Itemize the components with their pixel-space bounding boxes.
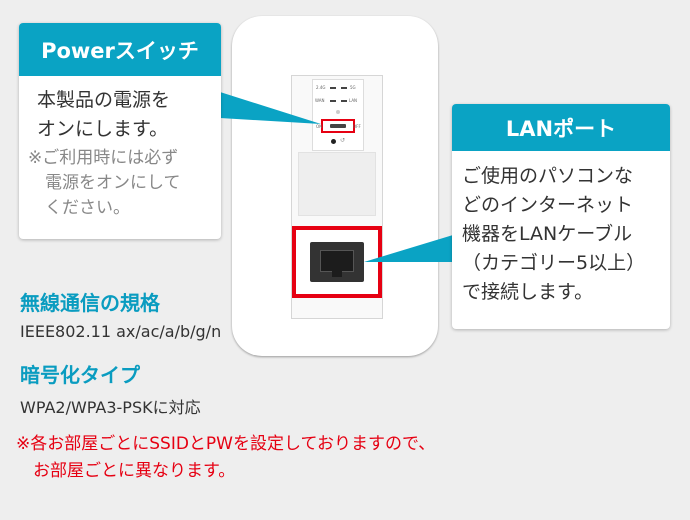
lan-port-socket (320, 250, 354, 272)
lan-port[interactable] (310, 242, 364, 282)
encryption-type-value: WPA2/WPA3-PSKに対応 (20, 398, 201, 417)
lan-callout-body: ご使用のパソコンな どのインターネット 機器をLANケーブル （カテゴリー5以上… (462, 165, 646, 303)
status-led-icon (336, 110, 340, 114)
led-lan-indicator (341, 100, 347, 102)
reset-button[interactable] (331, 139, 336, 144)
switch-label-off: OFF (353, 124, 361, 129)
power-switch[interactable] (321, 119, 355, 133)
led-label-wan: WAN (315, 98, 325, 103)
led-indicator-panel: 2.4G 5G WAN LAN ON OFF ↺ (312, 79, 364, 151)
access-point-device: 2.4G 5G WAN LAN ON OFF ↺ (232, 16, 438, 356)
led-label-5g: 5G (350, 85, 356, 90)
led-5g-indicator (341, 87, 347, 89)
reset-arrow-icon: ↺ (340, 137, 346, 144)
led-label-24g: 2.4G (316, 85, 326, 90)
power-callout-body: 本製品の電源を オンにします。 (37, 89, 171, 140)
blank-cover-plate (298, 152, 376, 216)
encryption-type-heading: 暗号化タイプ (20, 363, 140, 387)
switch-label-on: ON (316, 124, 323, 129)
wireless-standard-value: IEEE802.11 ax/ac/a/b/g/n (20, 322, 222, 341)
wireless-standard-heading: 無線通信の規格 (20, 291, 160, 315)
device-front-panel: 2.4G 5G WAN LAN ON OFF ↺ (292, 76, 382, 318)
lan-callout-title: LANポート (452, 104, 670, 151)
lan-port-clip (332, 270, 342, 277)
lan-port-callout: LANポート ご使用のパソコンな どのインターネット 機器をLANケーブル （カ… (452, 104, 670, 329)
power-callout-note: ※ご利用時には必ず 電源をオンにして ください。 (28, 148, 181, 218)
ssid-footnote: ※各お部屋ごとにSSIDとPWを設定しておりますので、 お部屋ごとに異なります。 (16, 434, 436, 481)
led-wan-indicator (330, 100, 336, 102)
power-switch-callout: Powerスイッチ 本製品の電源を オンにします。 ※ご利用時には必ず 電源をオ… (19, 23, 221, 239)
led-24g-indicator (330, 87, 336, 89)
power-callout-title: Powerスイッチ (19, 23, 221, 76)
power-switch-slot (330, 124, 346, 128)
lan-port-highlight (292, 226, 382, 298)
led-label-lan: LAN (349, 98, 358, 103)
